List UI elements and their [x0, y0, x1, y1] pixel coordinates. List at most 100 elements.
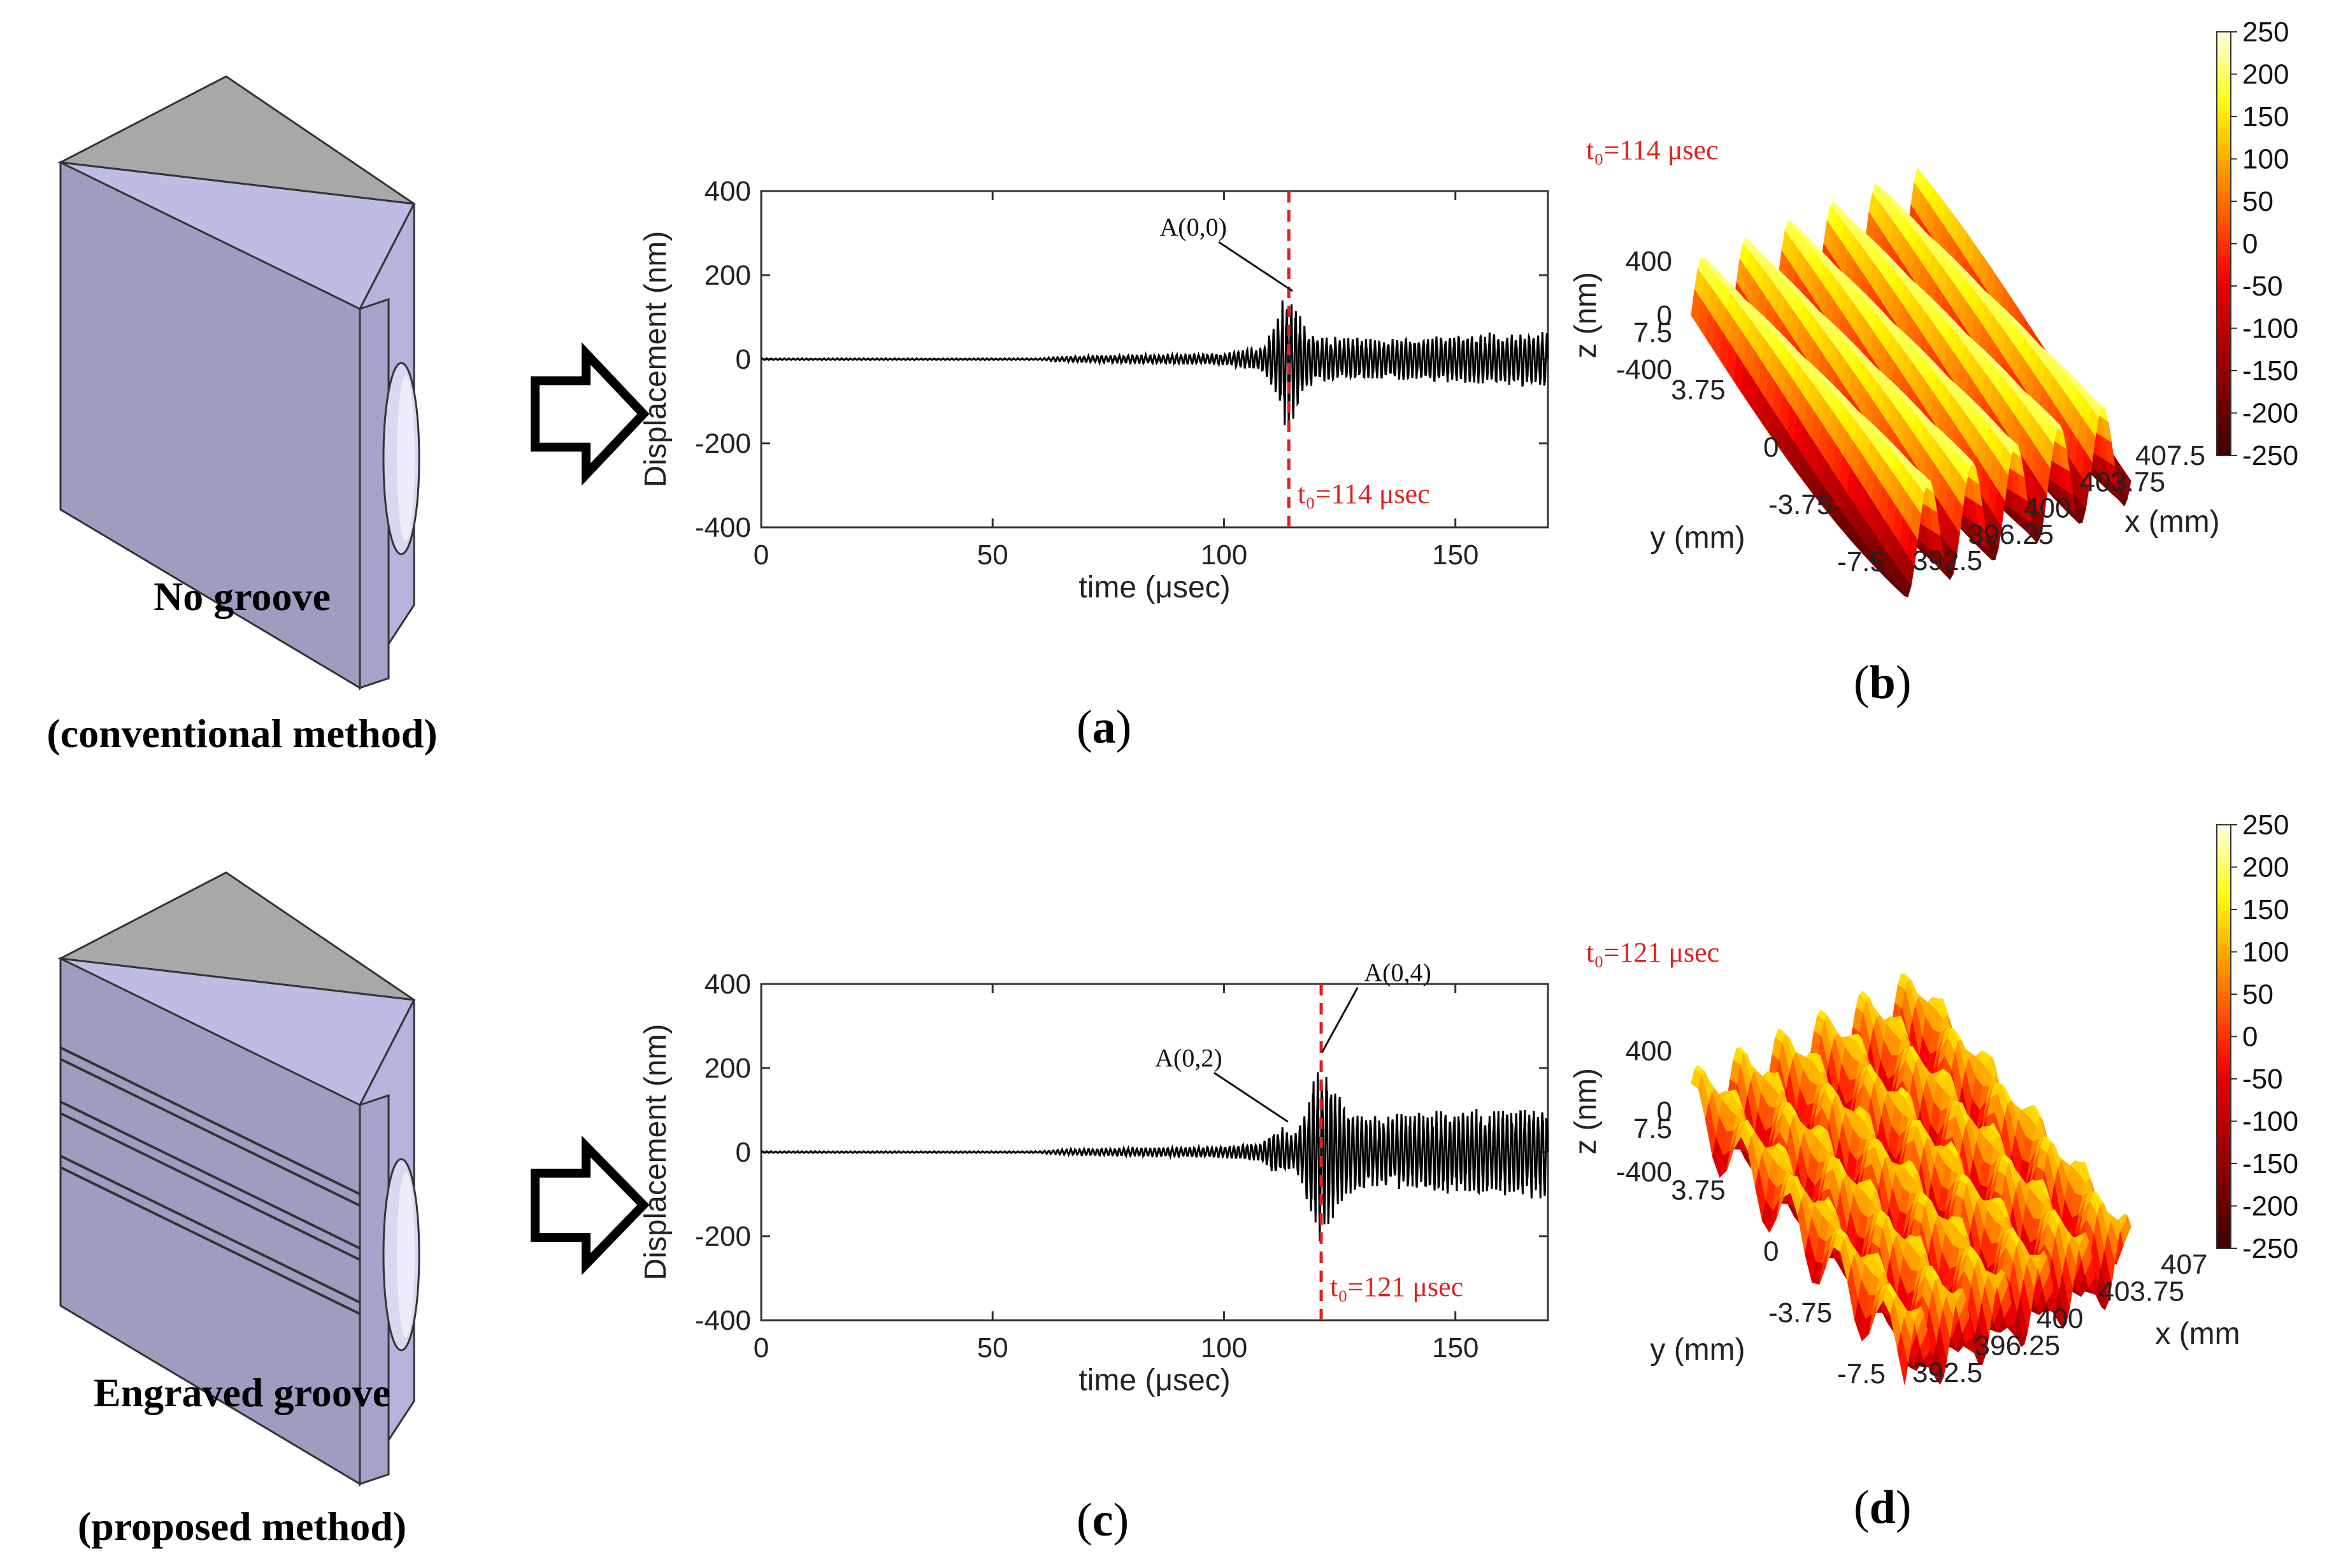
y-tick-label: 400	[705, 176, 751, 207]
colorbar-tick-label: 50	[2242, 979, 2273, 1010]
annotation-arrow	[1321, 987, 1359, 1053]
wedge-caption-engraved-groove: Engraved groove	[93, 1370, 391, 1415]
colorbar-tick-label: -250	[2242, 440, 2298, 471]
y-tick-label: 0	[1763, 1236, 1779, 1267]
y-tick-label: -200	[695, 1221, 751, 1252]
z-tick-label: 0	[1657, 1096, 1672, 1127]
y-tick-label: 0	[1763, 432, 1779, 463]
x-tick-label: 50	[977, 1332, 1008, 1364]
colorbar-tick-label: 200	[2242, 852, 2289, 883]
colorbar-tick-label: -150	[2242, 1148, 2298, 1180]
wedge-hole-inner	[397, 1172, 415, 1337]
wedge-hole-inner	[397, 376, 415, 541]
colorbar-tick-label: 0	[2242, 229, 2258, 260]
y-tick-label: -3.75	[1768, 1297, 1832, 1329]
x-tick-label: 400	[2024, 493, 2070, 524]
colorbar-tick-label: -150	[2242, 355, 2298, 387]
colorbar-tick-label: 200	[2242, 59, 2289, 90]
colorbar-tick-label: 150	[2242, 894, 2289, 925]
colorbar-tick-label: 150	[2242, 101, 2289, 132]
colorbar-tick-label: 250	[2242, 17, 2289, 48]
x-tick-label: 50	[977, 539, 1008, 571]
colorbar	[2216, 824, 2231, 1249]
wedge-chamfer	[359, 1094, 390, 1486]
colorbar-tick-label: 100	[2242, 144, 2289, 175]
mode-annotation: A(0,0)	[1159, 213, 1227, 241]
x-tick-label: 150	[1432, 539, 1479, 571]
x-tick-label: 403.75	[2099, 1276, 2185, 1308]
displacement-series	[761, 300, 1549, 425]
mode-annotation: A(0,2)	[1155, 1043, 1222, 1072]
y-tick-label: 0	[736, 344, 751, 375]
annotation-arrow	[1218, 241, 1294, 292]
colorbar-tick-label: 0	[2242, 1022, 2258, 1053]
label-a: (a)	[1077, 701, 1132, 753]
x-tick-label: 403.75	[2080, 466, 2166, 497]
y-tick-label: 3.75	[1671, 1174, 1726, 1206]
y-tick-label: 7.5	[1633, 1113, 1672, 1144]
t0-label: t₀=121 μsec	[1330, 1271, 1463, 1302]
x-tick-label: 396.25	[1968, 519, 2054, 550]
z-axis-label: z (nm)	[1569, 1068, 1603, 1155]
x-tick-label: 407	[2161, 1249, 2207, 1280]
x-tick-label: 100	[1201, 1332, 1247, 1364]
groove-line	[60, 1166, 361, 1315]
groove-line	[60, 1112, 361, 1261]
surface-mesh	[1691, 167, 2131, 597]
label-b: (b)	[1854, 657, 1912, 709]
x-tick-label: 0	[754, 1332, 769, 1364]
z-tick-label: 400	[1626, 246, 1672, 277]
displacement-series	[760, 1072, 1549, 1241]
x-axis-label: time (μsec)	[1078, 571, 1230, 604]
x-tick-label: 100	[1201, 539, 1247, 571]
colorbar-tick-label: 250	[2242, 809, 2289, 841]
x-tick-label: 0	[754, 539, 769, 571]
y-tick-label: -3.75	[1768, 489, 1832, 520]
y-tick-label: -7.5	[1837, 546, 1886, 578]
groove-line	[60, 1155, 361, 1304]
z-tick-label: 0	[1657, 300, 1672, 331]
z-tick-label: 400	[1626, 1036, 1672, 1067]
x-tick-label: 150	[1432, 1332, 1479, 1364]
colorbar-tick-label: -100	[2242, 313, 2298, 345]
wedge-caption-no-groove: No groove	[154, 574, 331, 619]
y-tick-label: 400	[705, 969, 751, 1000]
x-axis-label: time (μsec)	[1078, 1364, 1230, 1397]
colorbar-tick-label: -250	[2242, 1233, 2298, 1264]
x-tick-label: 392.5	[1912, 545, 1982, 576]
colorbar-tick-label: -100	[2242, 1106, 2298, 1137]
y-tick-label: -400	[695, 512, 751, 543]
x-tick-label: 407.5	[2135, 440, 2205, 471]
colorbar-tick-label: -200	[2242, 398, 2298, 429]
y-tick-label: 0	[736, 1137, 751, 1168]
colorbar-tick-label: -50	[2242, 271, 2283, 302]
x-tick-label: 400	[2037, 1303, 2083, 1334]
y-tick-label: 200	[705, 260, 751, 291]
label-d: (d)	[1854, 1481, 1912, 1534]
surface-title: t₀=121 μsec	[1586, 937, 1719, 968]
y-tick-label: -200	[695, 428, 751, 459]
wedge-caption-conventional: (conventional method)	[47, 711, 438, 756]
annotation-arrow	[1214, 1072, 1289, 1123]
y-axis-label: y (mm)	[1650, 521, 1745, 555]
y-tick-label: -400	[695, 1305, 751, 1336]
y-tick-label: 200	[705, 1053, 751, 1084]
colorbar-tick-label: -50	[2242, 1064, 2283, 1095]
y-axis-label: y (mm)	[1650, 1333, 1745, 1367]
wedge-chamfer	[359, 297, 390, 690]
t0-label: t₀=114 μsec	[1298, 478, 1430, 510]
surface-mesh	[1691, 973, 2131, 1385]
z-tick-label: -400	[1616, 1157, 1672, 1188]
groove-line	[60, 1101, 361, 1250]
x-tick-label: 396.25	[1975, 1330, 2061, 1362]
y-tick-label: 3.75	[1671, 374, 1726, 406]
wedge-caption-proposed: (proposed method)	[77, 1504, 407, 1549]
groove-line	[60, 1058, 361, 1207]
